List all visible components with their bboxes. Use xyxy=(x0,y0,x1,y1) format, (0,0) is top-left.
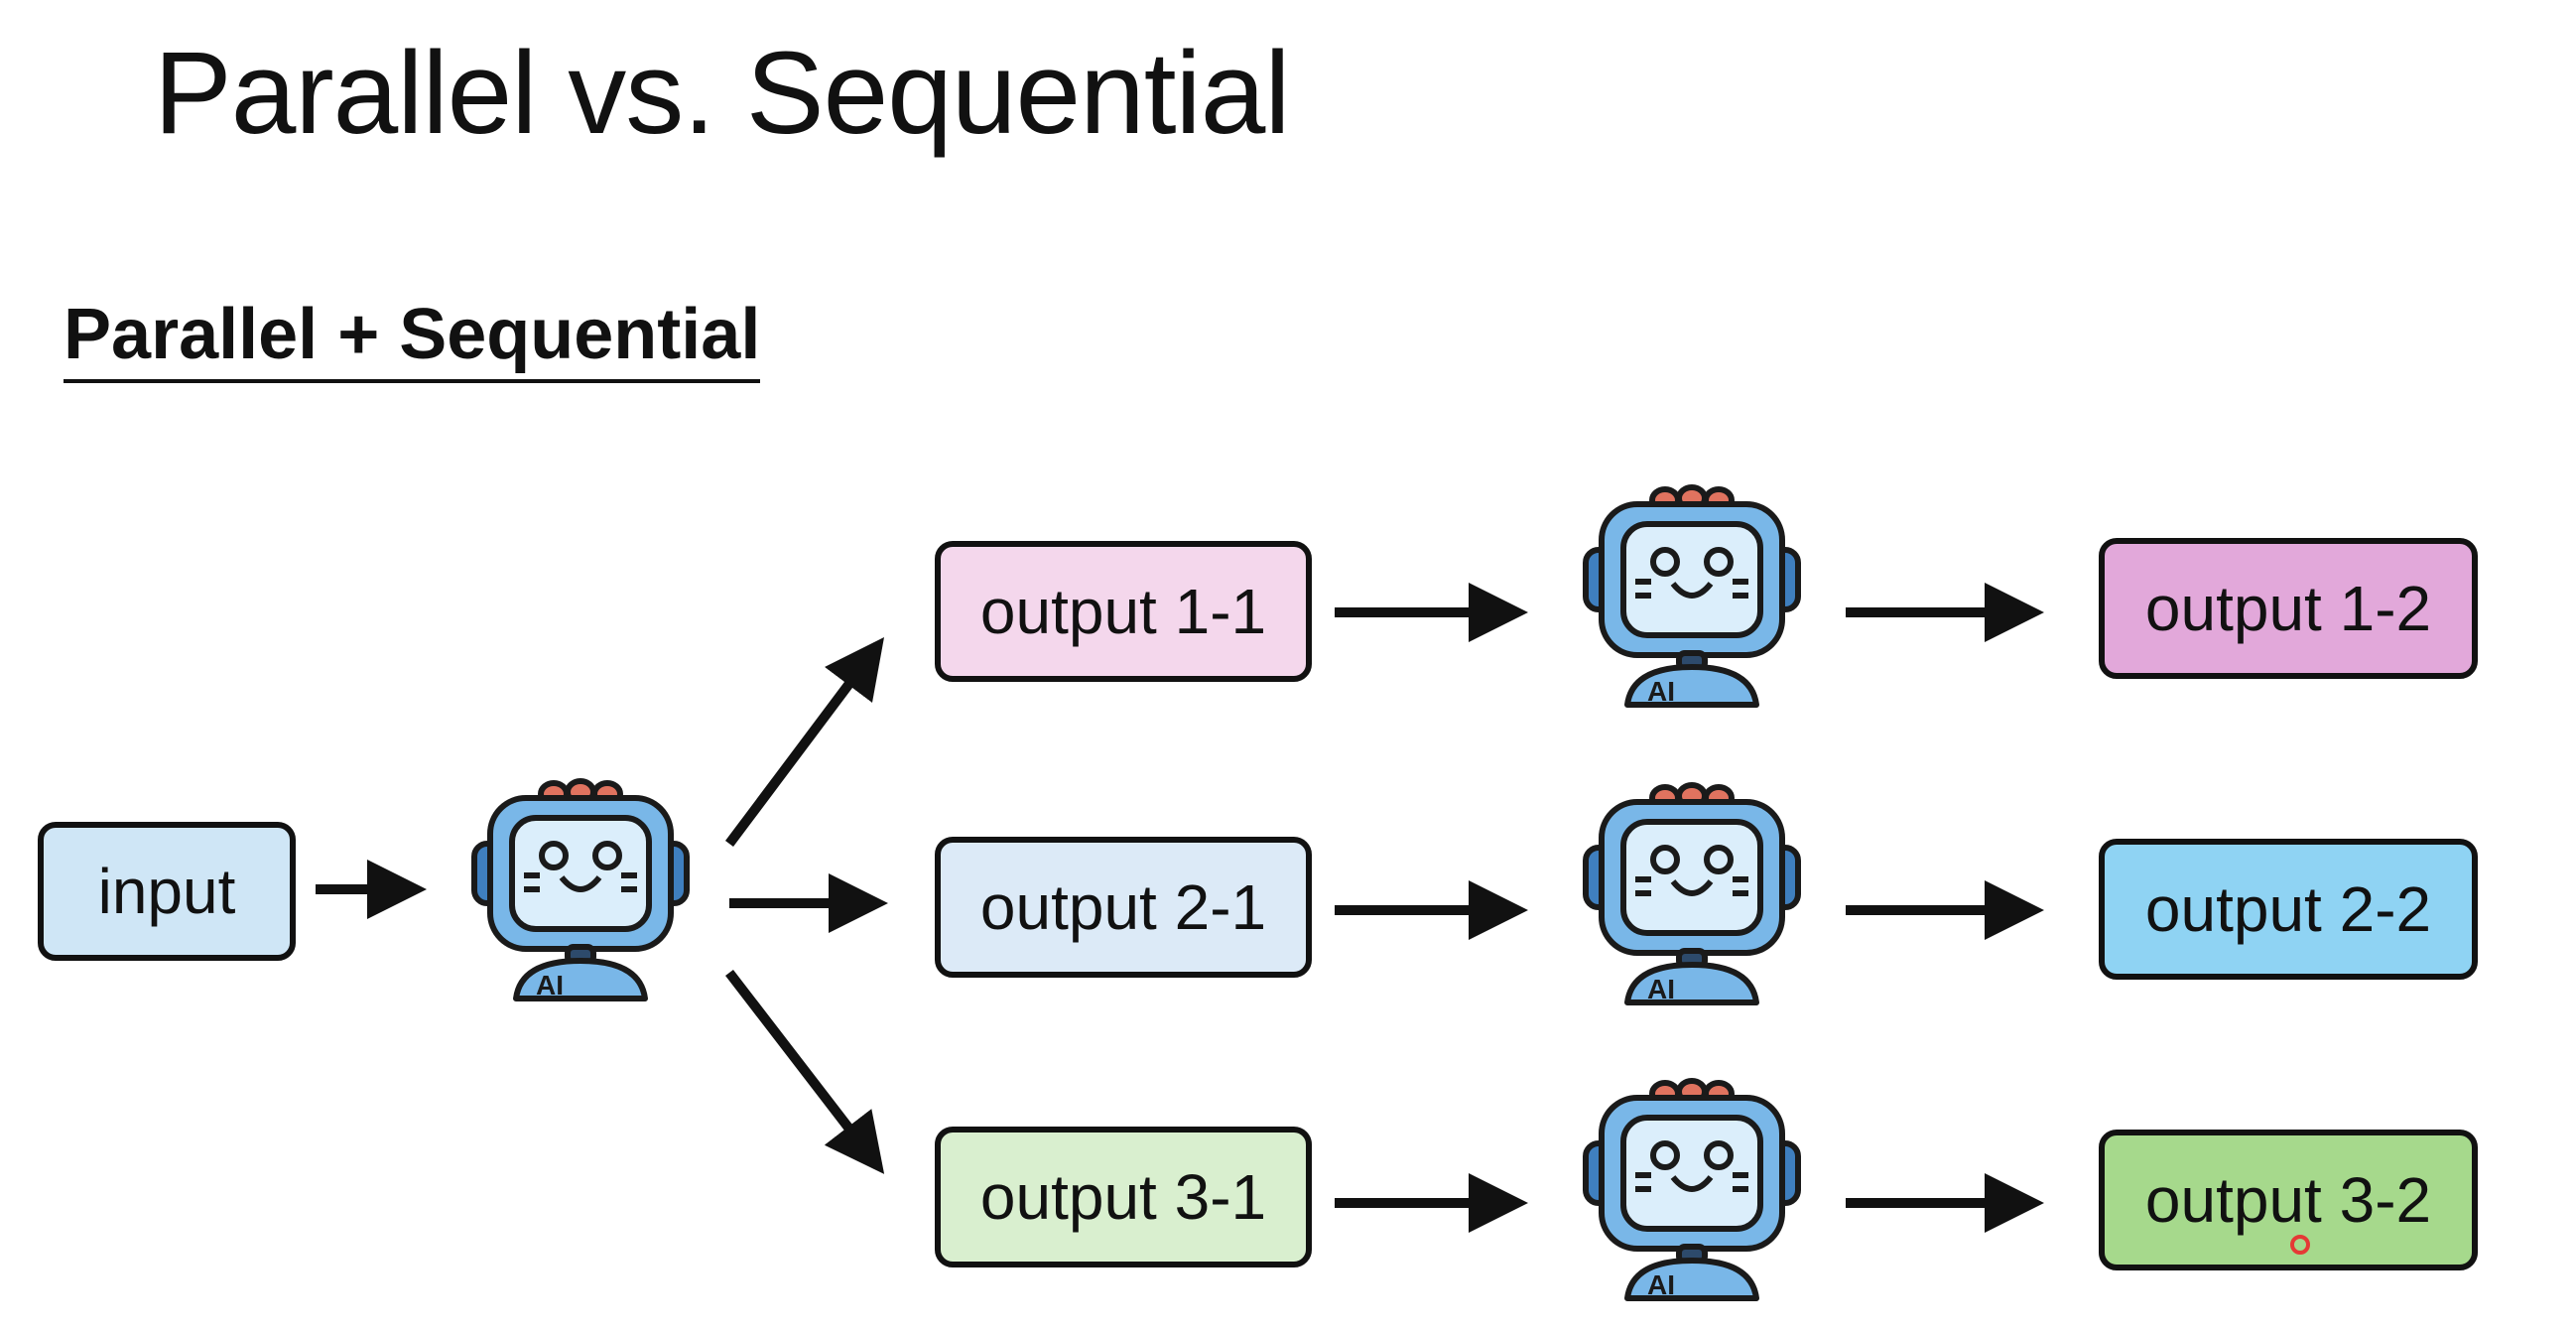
robot-badge: AI xyxy=(1647,676,1675,707)
robot-ai-icon: AI xyxy=(1583,1078,1801,1301)
cursor-dot-icon xyxy=(2290,1235,2310,1255)
robot-badge: AI xyxy=(536,970,564,1000)
output-2-2-box: output 2-2 xyxy=(2099,839,2478,980)
output-1-1-box: output 1-1 xyxy=(935,541,1312,682)
output-3-2-box: output 3-2 xyxy=(2099,1130,2478,1270)
robot-badge: AI xyxy=(1647,1269,1675,1300)
robot-ai-icon: AI xyxy=(1583,782,1801,1005)
input-box: input xyxy=(38,822,296,961)
section-heading: Parallel + Sequential xyxy=(64,297,761,383)
arrow-ai-to-output-3-1 xyxy=(725,969,885,1174)
output-2-1-box: output 2-1 xyxy=(935,837,1312,978)
output-3-1-box: output 3-1 xyxy=(935,1127,1312,1267)
page-title: Parallel vs. Sequential xyxy=(154,28,1291,159)
arrow-ai-to-output-1-1 xyxy=(725,637,884,847)
robot-ai-icon: AI xyxy=(1583,484,1801,708)
robot-ai-icon: AI xyxy=(471,778,690,1001)
output-1-2-box: output 1-2 xyxy=(2099,538,2478,679)
robot-badge: AI xyxy=(1647,974,1675,1004)
